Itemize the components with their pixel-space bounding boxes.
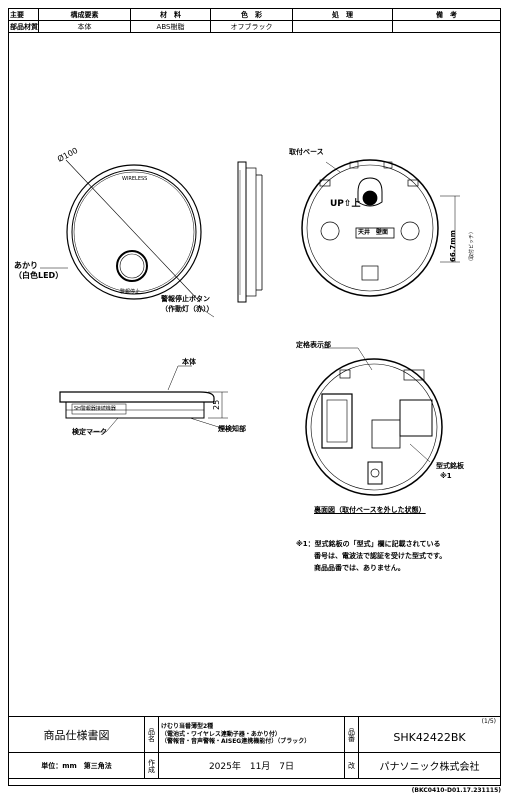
- stop-text: 警報停止: [120, 289, 141, 295]
- detector-label: 煙検知部: [218, 425, 246, 433]
- model-plate-note: ※1: [440, 472, 452, 480]
- rating-display-label: 定格表示部: [296, 341, 331, 349]
- hin-ban-label: 品番: [344, 716, 359, 753]
- material-header-row: 主要 構成要素 材 料 色 彩 処 理 備 考: [8, 8, 501, 21]
- front-view: [40, 159, 215, 318]
- revision-label: 改: [344, 752, 359, 779]
- back-view-caption: 裏面図（取付ベースを外した状態）: [314, 506, 426, 514]
- created-date: 2025年 11月 7日: [158, 752, 345, 779]
- pitch-dimension-note: （取付ピッチ）: [469, 228, 475, 264]
- brand-text: WIRELESS: [122, 176, 148, 182]
- cell-v3: オフブラック: [210, 20, 293, 33]
- model-cell: (1/5) SHK42422BK: [358, 716, 501, 753]
- up-mark: UP⇧上: [330, 199, 361, 209]
- light-label: あかり: [14, 261, 38, 270]
- cert-mark-label: 検定マーク: [72, 428, 107, 436]
- side-product-label: SH警報器接続機器: [74, 406, 116, 412]
- body-label: 本体: [182, 358, 196, 366]
- unit-label: 単位：mm 第三角法: [8, 752, 145, 779]
- material-value-row: 部品材質 本体 ABS樹脂 オフブラック: [8, 20, 501, 33]
- product-name-line2: （電池式・ワイヤレス連動子器・あかり付）: [161, 730, 281, 738]
- base-label: 取付ベース: [289, 148, 324, 156]
- product-name-line1: けむり当番薄型2種: [161, 722, 214, 730]
- model-number: SHK42422BK: [393, 731, 466, 744]
- height-dimension: 25: [212, 399, 221, 410]
- material-table: 主要 構成要素 材 料 色 彩 処 理 備 考 部品材質 本体 ABS樹脂 オフ…: [8, 8, 501, 33]
- cell-v5: [392, 20, 501, 33]
- hin-mei-label: 品名: [144, 716, 159, 753]
- sakusei-label: 作成: [144, 752, 159, 779]
- product-name-line3: （警報音・音声警報・AISEG連携機能付）（ブラック）: [161, 738, 311, 746]
- body-side-view: [59, 365, 229, 433]
- model-plate-label: 型式銘板: [436, 462, 464, 470]
- doc-type: 商品仕様書図: [8, 716, 145, 753]
- product-name-cell: けむり当番薄型2種 （電池式・ワイヤレス連動子器・あかり付） （警報音・音声警報…: [158, 716, 345, 753]
- pitch-dimension: 66.7mm: [449, 230, 457, 262]
- ceiling-label: 天井 壁面: [358, 229, 389, 236]
- document-code: (BKC0410-D01.17.231115): [411, 787, 501, 794]
- stop-button-sub-label: （作動灯（赤））: [161, 305, 214, 313]
- note-line-3: 商品品番では、ありません。: [314, 564, 405, 572]
- stop-button-label: 警報停止ボタン: [161, 295, 210, 303]
- note-line-2: 番号は、電波法で認証を受けた型式です。: [314, 552, 447, 560]
- back-view: [305, 347, 443, 496]
- page-number: (1/5): [481, 718, 496, 725]
- light-color-label: （白色LED）: [14, 271, 64, 280]
- mounting-base-view: [301, 159, 460, 297]
- side-view-thin: [237, 161, 263, 303]
- company-name: パナソニック株式会社: [358, 752, 501, 779]
- title-block: 商品仕様書図 品名 けむり当番薄型2種 （電池式・ワイヤレス連動子器・あかり付）…: [8, 716, 501, 779]
- note-line-1: ※1：型式銘板の「型式」欄に記載されている: [296, 540, 441, 548]
